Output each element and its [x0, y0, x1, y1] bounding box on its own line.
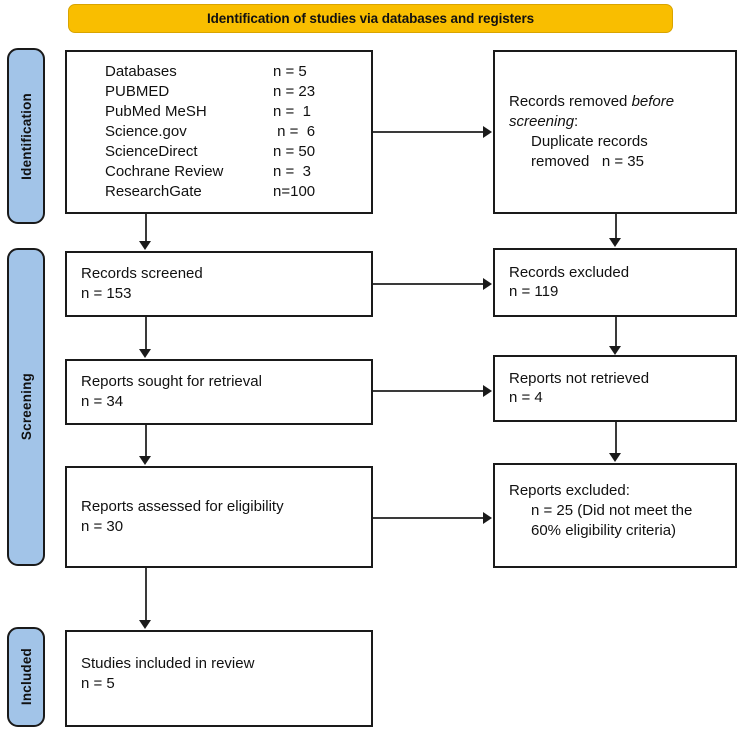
stage-label-identification-text: Identification: [18, 92, 34, 180]
node-records-screened: Records screened n = 153: [65, 251, 373, 317]
diagram-header-title: Identification of studies via databases …: [206, 11, 535, 26]
connector-identified-to-removed: [373, 131, 484, 133]
records-removed-line1: Records removed before: [509, 93, 675, 111]
source-name: ScienceDirect: [105, 142, 198, 160]
records-removed-line2: screening:: [509, 113, 579, 131]
reports-not-retrieved-count: n = 4: [509, 389, 543, 407]
records-screened-label: Records screened: [81, 265, 203, 283]
arrow-identified-to-removed: [483, 126, 492, 138]
source-name: PubMed MeSH: [105, 103, 207, 121]
connector-sought-to-assessed: [145, 425, 147, 457]
arrow-sought-to-assessed: [139, 456, 151, 465]
arrow-screened-to-excluded: [483, 278, 492, 290]
reports-excluded-line2: n = 25 (Did not meet the: [531, 501, 693, 519]
stage-label-screening-text: Screening: [18, 373, 34, 441]
connector-sought-to-not-retrieved: [373, 390, 484, 392]
diagram-header-banner: Identification of studies via databases …: [68, 4, 673, 33]
node-reports-not-retrieved: Reports not retrieved n = 4: [493, 355, 737, 422]
source-count: n = 50: [273, 142, 316, 160]
node-records-excluded: Records excluded n = 119: [493, 248, 737, 317]
stage-label-screening: Screening: [7, 248, 45, 566]
connector-identified-to-screened: [145, 214, 147, 242]
arrow-sought-to-not-retrieved: [483, 385, 492, 397]
source-name: Databases: [105, 63, 177, 81]
connector-screened-to-excluded: [373, 283, 484, 285]
records-removed-line4: removed n = 35: [531, 152, 644, 170]
arrow-not-retrieved-to-reports-excluded: [609, 453, 621, 462]
reports-sought-count: n = 34: [81, 393, 124, 410]
records-excluded-label: Records excluded: [509, 263, 630, 281]
records-screened-count: n = 153: [81, 285, 132, 302]
records-excluded-count: n = 119: [509, 283, 559, 301]
source-count: n = 1: [273, 103, 311, 121]
source-count: n = 23: [273, 83, 316, 101]
node-reports-assessed: Reports assessed for eligibility n = 30: [65, 466, 373, 568]
arrow-assessed-to-included: [139, 620, 151, 629]
arrow-identified-to-screened: [139, 241, 151, 250]
source-name: PUBMED: [105, 83, 170, 101]
records-removed-line3: Duplicate records: [531, 133, 648, 150]
node-records-removed: Records removed before screening: Duplic…: [493, 50, 737, 214]
arrow-screened-to-sought: [139, 349, 151, 358]
node-reports-sought: Reports sought for retrieval n = 34: [65, 359, 373, 425]
studies-included-label: Studies included in review: [81, 655, 255, 672]
connector-assessed-to-reports-excluded: [373, 517, 484, 519]
reports-sought-label: Reports sought for retrieval: [81, 373, 262, 391]
reports-not-retrieved-label: Reports not retrieved: [509, 369, 650, 387]
source-count: n=100: [273, 182, 316, 200]
connector-assessed-to-included: [145, 568, 147, 621]
studies-included-count: n = 5: [81, 674, 115, 692]
reports-excluded-line3: 60% eligibility criteria): [531, 521, 677, 539]
reports-assessed-label: Reports assessed for eligibility: [81, 498, 284, 516]
stage-label-included: Included: [7, 627, 45, 727]
arrow-removed-to-excluded: [609, 238, 621, 247]
connector-screened-to-sought: [145, 317, 147, 350]
stage-label-identification: Identification: [7, 48, 45, 224]
node-studies-included: Studies included in review n = 5: [65, 630, 373, 727]
stage-label-included-text: Included: [18, 648, 34, 706]
source-count: n = 5: [273, 63, 307, 81]
source-name: Cochrane Review: [105, 162, 224, 180]
node-reports-excluded: Reports excluded: n = 25 (Did not meet t…: [493, 463, 737, 568]
reports-excluded-label: Reports excluded:: [509, 482, 630, 499]
connector-not-retrieved-to-reports-excluded: [615, 422, 617, 454]
source-count: n = 6: [273, 123, 316, 141]
node-records-identified: Databases n = 5 PUBMED n = 23 PubMed MeSH n =…: [65, 50, 373, 214]
source-count: n = 3: [273, 162, 311, 180]
source-name: Science.gov: [105, 123, 187, 141]
source-name: ResearchGate: [105, 182, 202, 200]
source-count-list: Databases n = 5 PUBMED n = 23 PubMed MeSH n =…: [105, 62, 363, 202]
connector-removed-to-excluded: [615, 214, 617, 239]
connector-excluded-to-not-retrieved: [615, 317, 617, 347]
arrow-assessed-to-reports-excluded: [483, 512, 492, 524]
reports-assessed-count: n = 30: [81, 518, 124, 535]
arrow-excluded-to-not-retrieved: [609, 346, 621, 355]
